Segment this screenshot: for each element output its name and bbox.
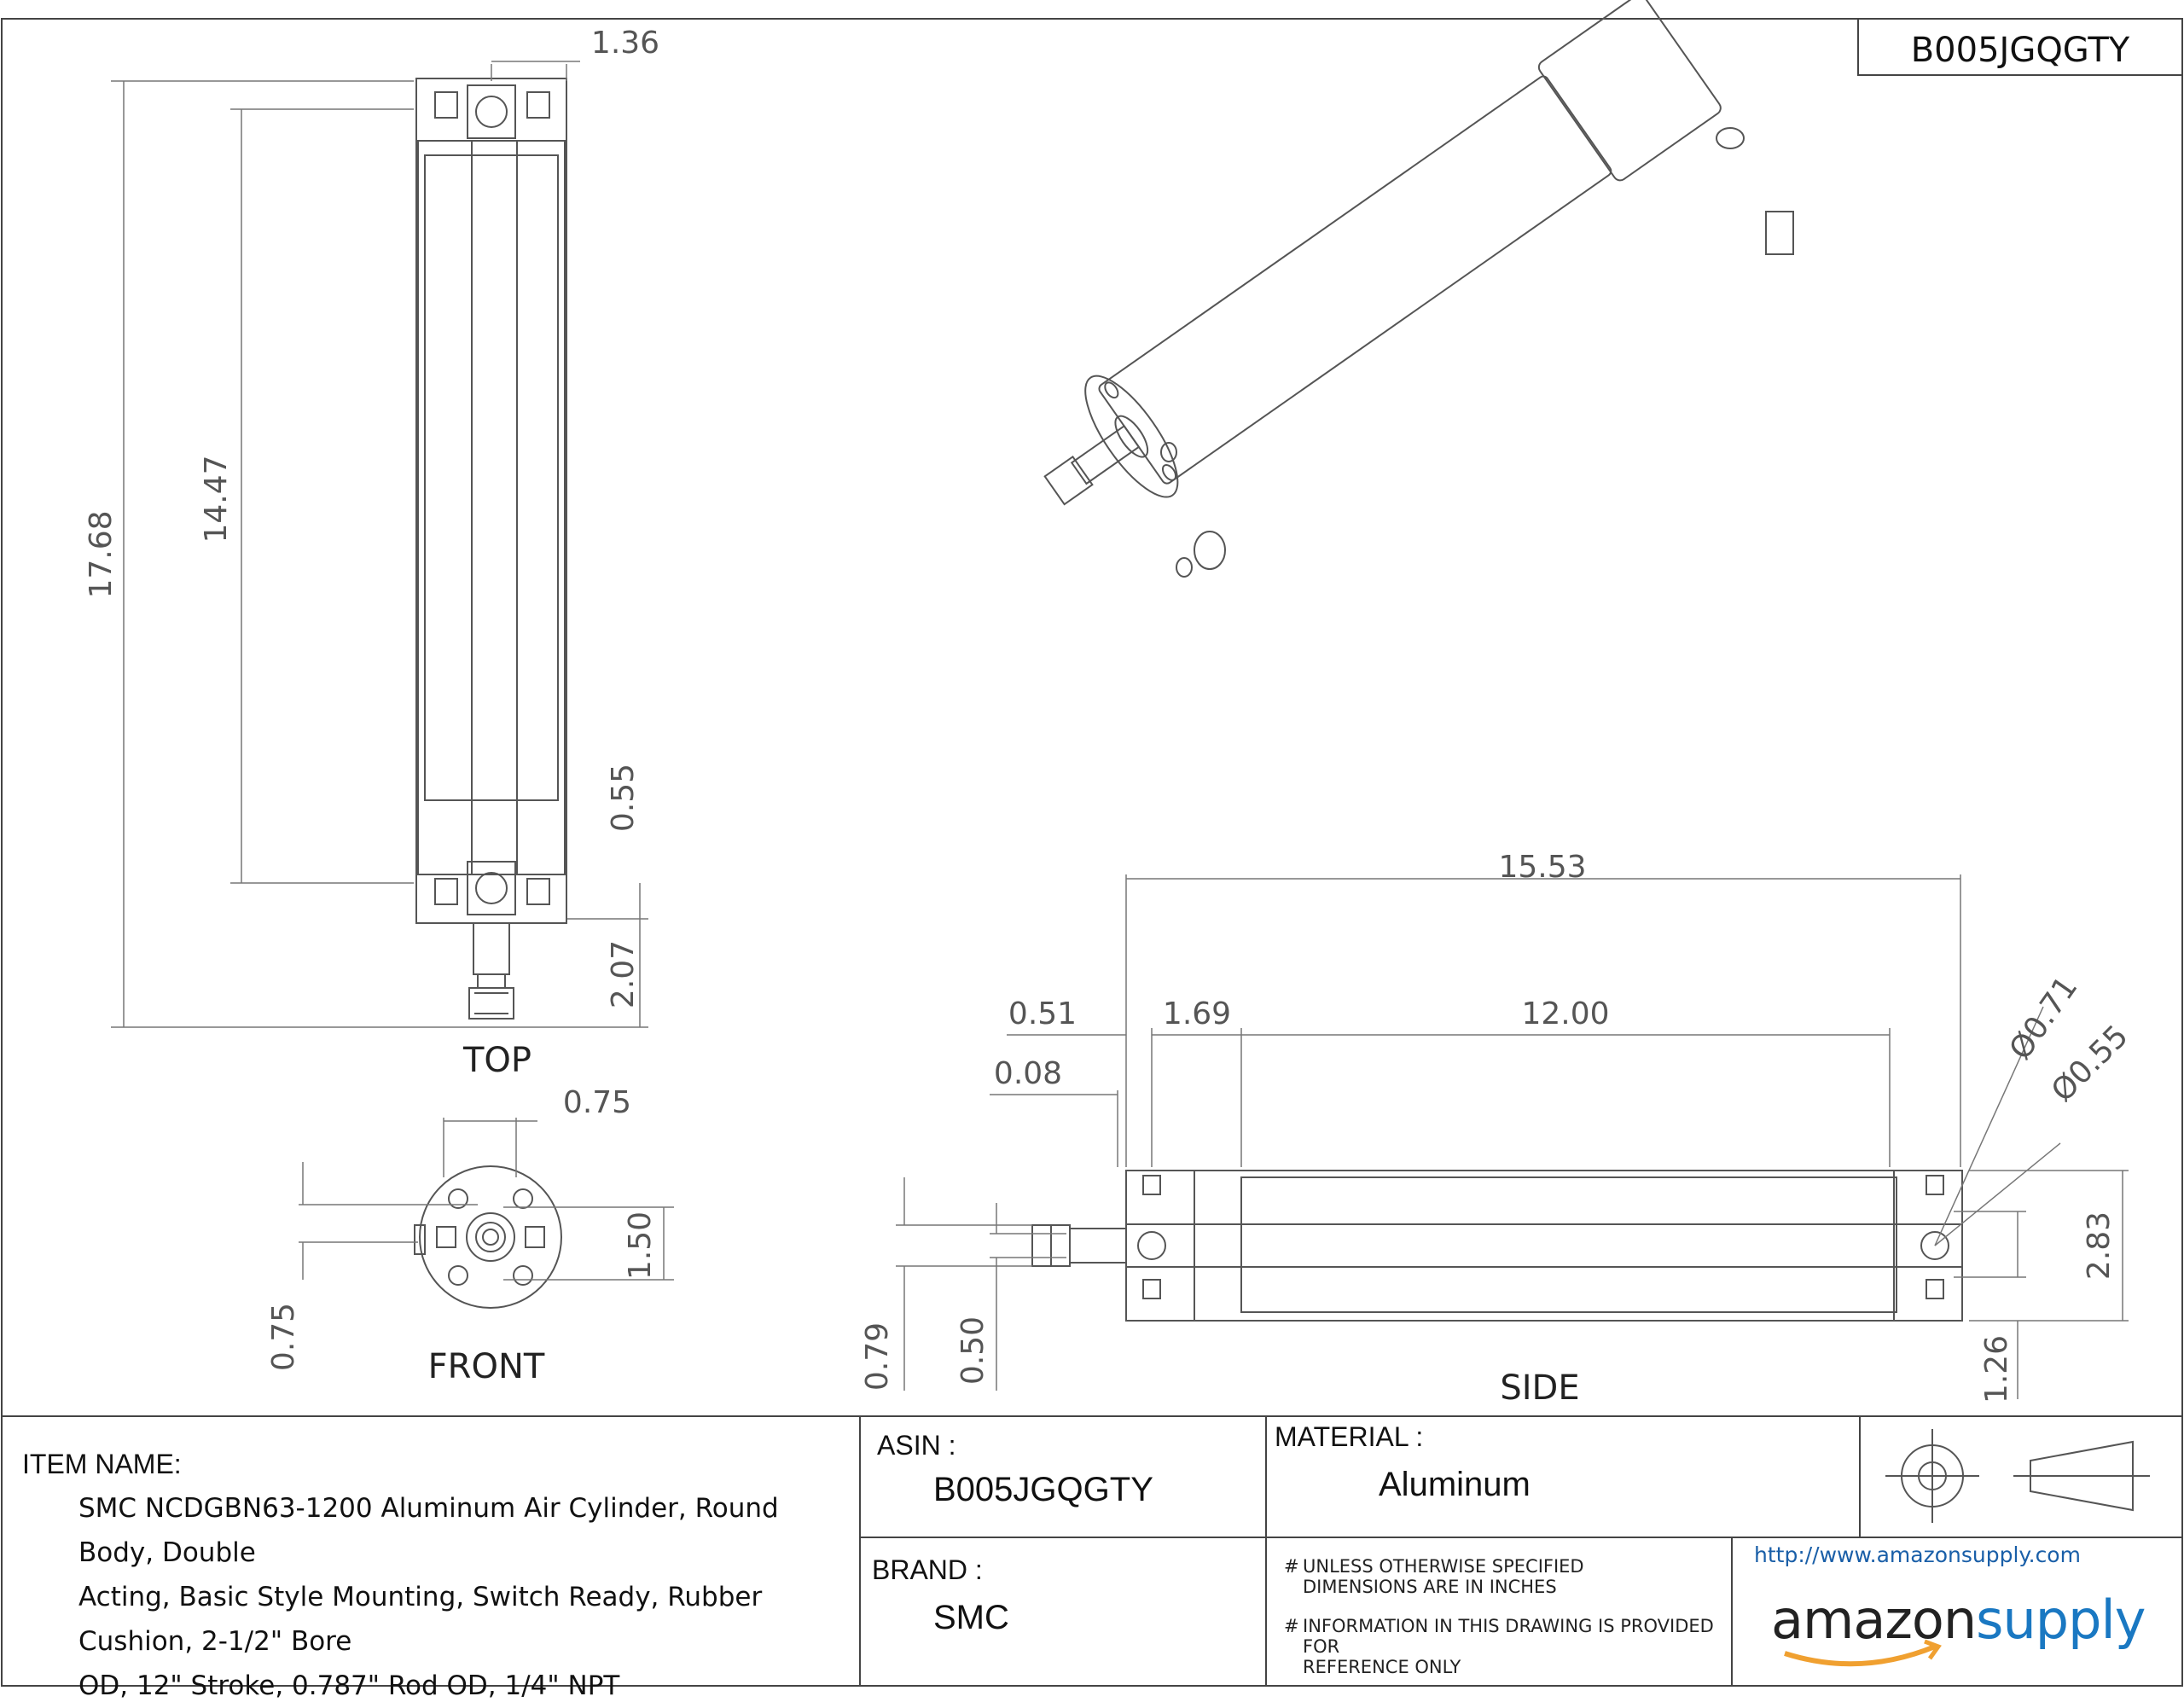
note-marker: # — [1284, 1556, 1299, 1577]
asin-value: B005JGQGTY — [933, 1471, 1153, 1508]
dim-side-dia2: Ø0.55 — [2045, 1019, 2135, 1109]
website-link[interactable]: http://www.amazonsupply.com — [1754, 1542, 2081, 1567]
material-value: Aluminum — [1379, 1466, 1531, 1503]
brand-label: BRAND : — [872, 1554, 983, 1585]
dim-side-rod-dia: 0.79 — [860, 1322, 895, 1391]
note-line: REFERENCE ONLY — [1303, 1657, 1461, 1677]
note-line: INFORMATION IN THIS DRAWING IS PROVIDED … — [1303, 1616, 1714, 1657]
dim-top-width: 1.36 — [591, 26, 659, 61]
dim-front-height: 0.75 — [266, 1303, 301, 1371]
dim-side-rod-ext: 0.51 — [1008, 996, 1077, 1031]
logo-smile-icon — [1784, 1644, 1937, 1667]
part-number-text: B005JGQGTY — [1911, 31, 2130, 70]
item-name-line: OD, 12" Stroke, 0.787" Rod OD, 1/4" NPT — [78, 1670, 620, 1701]
dim-front-hole: 1.50 — [623, 1211, 658, 1280]
note-units: UNLESS OTHERWISE SPECIFIED DIMENSIONS AR… — [1303, 1556, 1712, 1597]
title-block-grid — [2, 1415, 2182, 1686]
logo-arrow-icon — [1924, 1639, 1942, 1660]
sheet-border — [1, 18, 2183, 1687]
note-reference: INFORMATION IN THIS DRAWING IS PROVIDED … — [1303, 1616, 1729, 1677]
dim-side-rod-h: 0.50 — [956, 1316, 990, 1385]
dim-top-body: 14.47 — [199, 455, 234, 543]
item-name-line: Acting, Basic Style Mounting, Switch Rea… — [78, 1582, 763, 1657]
front-view — [414, 1165, 562, 1309]
projection-symbol-icon — [1885, 1429, 2150, 1523]
dim-top-rod: 2.07 — [606, 940, 641, 1008]
dim-front-offset: 0.75 — [563, 1085, 631, 1120]
isometric-view — [1043, 0, 1794, 578]
dim-side-stroke: 12.00 — [1521, 996, 1609, 1031]
dim-side-port-h: 1.26 — [1979, 1335, 2014, 1403]
brand-value: SMC — [933, 1599, 1009, 1636]
material-label: MATERIAL : — [1275, 1421, 1424, 1452]
dim-side-cap: 1.69 — [1163, 996, 1231, 1031]
front-view-label: FRONT — [428, 1347, 545, 1386]
part-number-box — [1857, 18, 2183, 76]
dim-side-dia1: Ø0.71 — [2003, 970, 2085, 1066]
dim-side-overall: 15.53 — [1498, 850, 1586, 885]
dim-top-overall: 17.68 — [84, 510, 119, 598]
front-view-dimensions — [299, 1118, 674, 1281]
dim-side-flat: 0.08 — [994, 1056, 1062, 1091]
item-name-line: SMC NCDGBN63-1200 Aluminum Air Cylinder,… — [78, 1493, 779, 1568]
side-view — [1031, 1170, 1963, 1322]
side-view-dimensions — [896, 874, 2129, 1399]
item-name-value: SMC NCDGBN63-1200 Aluminum Air Cylinder,… — [78, 1486, 855, 1708]
note-line: DIMENSIONS ARE IN INCHES — [1303, 1577, 1557, 1597]
top-view — [415, 78, 567, 1020]
amazon-supply-logo: amazonsupply — [1771, 1589, 2146, 1651]
asin-label: ASIN : — [877, 1430, 956, 1461]
dim-side-height: 2.83 — [2082, 1211, 2117, 1280]
dim-top-end: 0.55 — [606, 764, 641, 832]
note-line: UNLESS OTHERWISE SPECIFIED — [1303, 1556, 1584, 1577]
logo-amazon-text: amazon — [1771, 1589, 1977, 1651]
logo-supply-text: supply — [1976, 1589, 2146, 1651]
note-marker: # — [1284, 1616, 1299, 1636]
item-name-label: ITEM NAME: — [22, 1449, 182, 1479]
top-view-label: TOP — [462, 1041, 531, 1080]
side-view-label: SIDE — [1500, 1368, 1579, 1408]
top-view-dimensions — [111, 61, 648, 1028]
